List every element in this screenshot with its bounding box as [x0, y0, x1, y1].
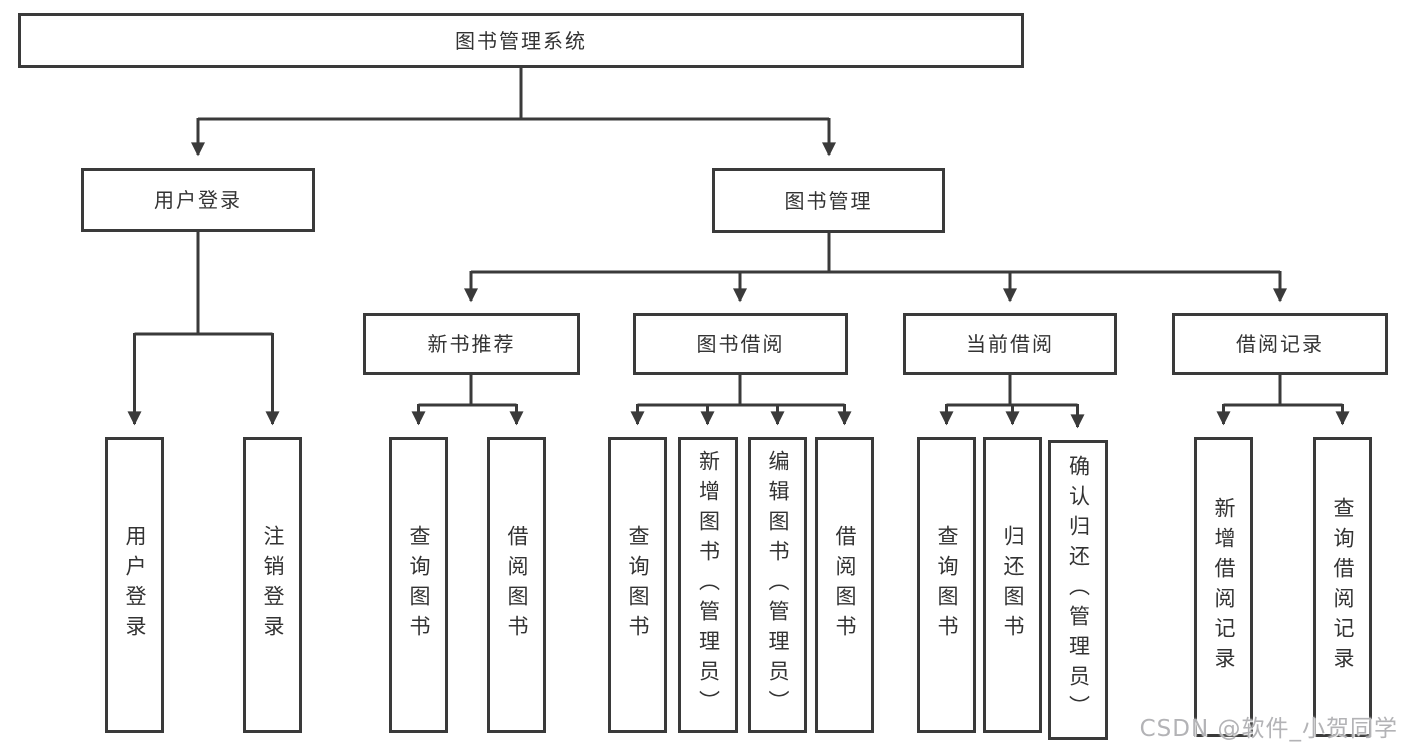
node-user-login: 用户登录	[81, 168, 315, 232]
node-borrow-records-label: 借阅记录	[1236, 332, 1324, 356]
leaf-logout-label: 注销登录	[261, 525, 285, 645]
node-new-book-recommend: 新书推荐	[363, 313, 580, 375]
node-book-management: 图书管理	[712, 168, 945, 233]
leaf-edit-book-admin-label: 编辑图书（管理员）	[766, 450, 790, 720]
leaf-edit-book-admin: 编辑图书（管理员）	[748, 437, 807, 733]
leaf-borrow-books-recommend-label: 借阅图书	[505, 525, 529, 645]
leaf-borrow-books: 借阅图书	[815, 437, 874, 733]
leaf-query-borrow-record: 查询借阅记录	[1313, 437, 1372, 737]
leaf-confirm-return-admin-label: 确认归还（管理员）	[1066, 455, 1091, 725]
leaf-return-book-label: 归还图书	[1001, 525, 1025, 645]
node-root-label: 图书管理系统	[455, 28, 587, 53]
leaf-query-books-recommend-label: 查询图书	[407, 525, 431, 645]
node-new-book-recommend-label: 新书推荐	[427, 332, 516, 356]
leaf-query-books-recommend: 查询图书	[389, 437, 448, 733]
leaf-user-login-label: 用户登录	[123, 525, 147, 645]
leaf-add-book-admin-label: 新增图书（管理员）	[696, 450, 721, 720]
leaf-query-borrow-record-label: 查询借阅记录	[1331, 497, 1355, 677]
leaf-return-book: 归还图书	[983, 437, 1042, 733]
leaf-borrow-books-label: 借阅图书	[833, 525, 857, 645]
node-book-management-label: 图书管理	[784, 188, 873, 213]
node-book-borrow-label: 图书借阅	[696, 332, 785, 356]
leaf-borrow-books-recommend: 借阅图书	[487, 437, 546, 733]
leaf-add-borrow-record: 新增借阅记录	[1194, 437, 1253, 737]
node-current-borrow-label: 当前借阅	[966, 332, 1054, 356]
leaf-confirm-return-admin: 确认归还（管理员）	[1048, 440, 1108, 740]
leaf-query-books-borrow-label: 查询图书	[626, 525, 650, 645]
node-book-borrow: 图书借阅	[633, 313, 848, 375]
node-borrow-records: 借阅记录	[1172, 313, 1388, 375]
leaf-query-books-borrow: 查询图书	[608, 437, 667, 733]
leaf-add-book-admin: 新增图书（管理员）	[678, 437, 738, 733]
watermark: CSDN @软件_小贺同学	[1139, 716, 1398, 742]
node-user-login-label: 用户登录	[154, 188, 242, 212]
leaf-query-books-current-label: 查询图书	[935, 525, 959, 645]
leaf-logout: 注销登录	[243, 437, 302, 733]
leaf-query-books-current: 查询图书	[917, 437, 976, 733]
node-root: 图书管理系统	[18, 13, 1024, 68]
leaf-user-login: 用户登录	[105, 437, 164, 733]
node-current-borrow: 当前借阅	[903, 313, 1117, 375]
leaf-add-borrow-record-label: 新增借阅记录	[1212, 497, 1236, 677]
